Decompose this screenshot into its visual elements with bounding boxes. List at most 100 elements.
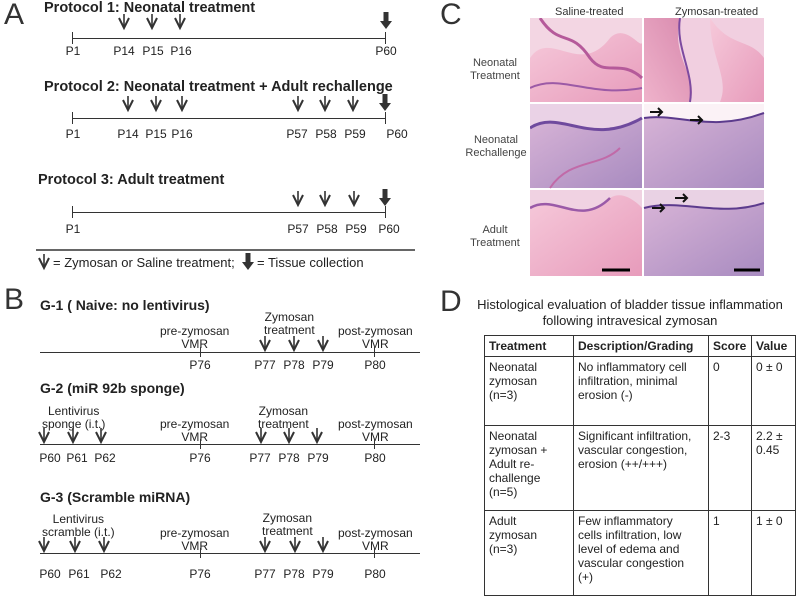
legend-collection-text: = Tissue collection (257, 255, 364, 270)
day-label: P60 (378, 222, 400, 236)
treatment-arrow-icon (38, 536, 50, 552)
lentivirus-label: Lentivirus sponge (i.t.) (42, 404, 106, 431)
treatment-arrow-icon (174, 13, 186, 29)
micrograph-rechallenge-zymosan (643, 104, 765, 188)
header-description: Description/Grading (573, 335, 709, 357)
group-2-timeline (40, 444, 420, 445)
collection-arrow-icon (379, 189, 391, 206)
column-head-saline: Saline-treated (555, 6, 624, 18)
day-label: P80 (364, 567, 386, 581)
row-label-neonatal-rechallenge: Neonatal Rechallenge (465, 134, 527, 159)
treatment-arrow-icon (259, 536, 271, 552)
treatment-arrow-icon (317, 536, 329, 552)
micrograph-neonatal-zymosan (644, 18, 764, 103)
day-label: P15 (145, 127, 167, 141)
timeline-tick (385, 206, 386, 218)
timeline-tick (385, 32, 386, 44)
treatment-arrow-icon (292, 95, 304, 111)
cell-value: 2.2 ± 0.45 (751, 425, 796, 511)
lentivirus-label: Lentivirus scramble (i.t.) (42, 512, 115, 539)
cell-score: 0 (708, 356, 752, 426)
timeline-tick (200, 548, 201, 558)
day-label: P59 (345, 222, 367, 236)
protocol-3-timeline (72, 212, 385, 213)
column-head-zymosan: Zymosan-treated (675, 6, 759, 18)
day-label: P60 (39, 567, 61, 581)
treatment-arrow-icon (122, 95, 134, 111)
group-1-title: G-1 ( Naive: no lentivirus) (40, 297, 210, 313)
treatment-arrow-icon (95, 427, 107, 443)
timeline-tick (72, 112, 73, 124)
timeline-tick (200, 439, 201, 449)
day-label: P58 (315, 127, 337, 141)
post-vmr-label: post-zymosan VMR (338, 526, 413, 553)
header-value: Value (751, 335, 796, 357)
cell-score: 1 (708, 510, 752, 596)
day-label: P61 (68, 567, 90, 581)
timeline-tick (385, 112, 386, 124)
histology-table: Treatment Description/Grading Score Valu… (484, 335, 796, 596)
protocol-3-title: Protocol 3: Adult treatment (38, 172, 225, 188)
day-label: P14 (117, 127, 139, 141)
zymosan-treatment-label: Zymosan treatment (264, 310, 315, 337)
day-label: P60 (386, 127, 408, 141)
treatment-arrow-icon (319, 190, 331, 206)
protocol-2-timeline (72, 118, 385, 119)
header-treatment: Treatment (484, 335, 574, 357)
post-vmr-label: post-zymosan VMR (338, 417, 413, 444)
day-label: P16 (170, 44, 192, 58)
timeline-tick (72, 206, 73, 218)
cell-score: 2-3 (708, 425, 752, 511)
micrograph-neonatal-saline (530, 18, 644, 102)
day-label: P61 (66, 451, 88, 465)
panel-b-arrows (38, 335, 329, 552)
day-label: P78 (278, 451, 300, 465)
micrograph-rechallenge-saline (530, 104, 643, 189)
micrograph-adult-saline (530, 190, 642, 276)
panel-a-arrows (36, 12, 415, 270)
panel-label-d: D (440, 285, 462, 318)
day-label: P80 (364, 358, 386, 372)
timeline-tick (200, 347, 201, 357)
day-label: P79 (312, 567, 334, 581)
protocol-1-title: Protocol 1: Neonatal treatment (44, 0, 256, 16)
zymosan-treatment-label: Zymosan treatment (262, 511, 313, 538)
treatment-arrow-icon (289, 536, 301, 552)
protocol-2-title: Protocol 2: Neonatal treatment + Adult r… (44, 79, 393, 95)
treatment-arrow-icon (146, 13, 158, 29)
day-label: P1 (65, 44, 81, 58)
legend-collection-icon (242, 253, 254, 270)
histology-micrographs (530, 18, 765, 276)
timeline-tick (72, 32, 73, 44)
treatment-arrow-icon (317, 335, 329, 351)
pre-vmr-label: pre-zymosan VMR (160, 417, 230, 444)
cell-value: 1 ± 0 (751, 510, 796, 596)
day-label: P58 (316, 222, 338, 236)
day-label: P62 (94, 451, 116, 465)
day-label: P76 (189, 451, 211, 465)
table-header-row: Treatment Description/Grading Score Valu… (484, 335, 796, 357)
treatment-arrow-icon (283, 427, 295, 443)
treatment-arrow-icon (176, 95, 188, 111)
header-score: Score (708, 335, 752, 357)
day-label: P15 (142, 44, 164, 58)
group-3-title: G-3 (Scramble miRNA) (40, 489, 191, 505)
treatment-arrow-icon (150, 95, 162, 111)
cell-description: Few inflammatory cells infiltration, low… (573, 510, 709, 596)
treatment-arrow-icon (292, 190, 304, 206)
day-label: P79 (307, 451, 329, 465)
day-label: P78 (283, 567, 305, 581)
panel-label-b: B (4, 283, 25, 316)
treatment-arrow-icon (118, 13, 130, 29)
group-1-timeline (40, 352, 420, 353)
timeline-tick (374, 548, 375, 558)
day-label: P57 (287, 222, 309, 236)
micrograph-adult-zymosan (643, 190, 765, 276)
cell-description: No inflammatory cell infiltration, minim… (573, 356, 709, 426)
panel-label-a: A (4, 0, 25, 31)
day-label: P77 (254, 358, 276, 372)
post-vmr-label: post-zymosan VMR (338, 324, 413, 351)
day-label: P60 (375, 44, 397, 58)
day-label: P77 (254, 567, 276, 581)
table-row: Neonatal zymosan (n=3) No inflammatory c… (484, 356, 796, 426)
